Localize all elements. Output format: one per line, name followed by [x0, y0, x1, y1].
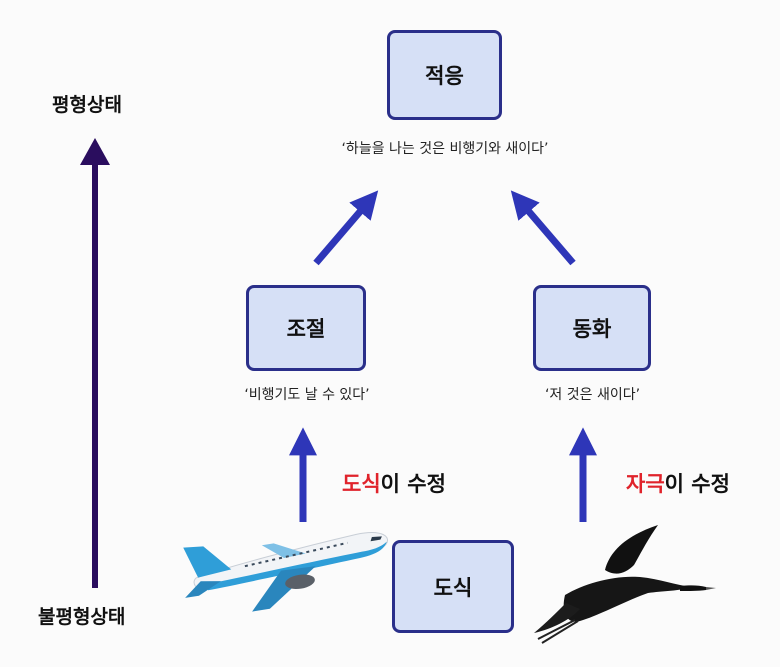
bird-icon [534, 525, 716, 644]
schema-change-accent: 도식 [342, 472, 381, 496]
adaptation-label: 적응 [425, 64, 464, 88]
assimilation-quote: ‘저 것은 새이다’ [544, 387, 641, 403]
arrow-accommodation-to-adaptation [313, 190, 379, 266]
assimilation-node: 동화 [533, 285, 651, 371]
schema-change-label: 도식이 수정 [342, 468, 446, 498]
stimulus-change-rest: 이 수정 [664, 472, 730, 496]
equilibrium-axis-arrow [80, 138, 110, 588]
schema-label: 도식 [433, 575, 473, 600]
adaptation-node: 적응 [387, 30, 502, 120]
arrow-assimilation-to-adaptation [510, 190, 576, 266]
schema-node: 도식 [392, 540, 514, 633]
airplane-icon [183, 532, 388, 612]
adaptation-quote: ‘하늘을 나는 것은 비행기와 새이다’ [341, 141, 549, 157]
accommodation-quote: ‘비행기도 날 수 있다’ [244, 387, 370, 403]
accommodation-label: 조절 [286, 317, 326, 341]
accommodation-node: 조절 [246, 285, 366, 371]
schema-change-rest: 이 수정 [380, 472, 446, 496]
stimulus-change-accent: 자극 [626, 472, 665, 496]
stimulus-change-label: 자극이 수정 [626, 468, 730, 498]
disequilibrium-label: 불평형상태 [38, 606, 126, 628]
equilibrium-label: 평형상태 [52, 94, 122, 116]
assimilation-label: 동화 [572, 317, 612, 341]
